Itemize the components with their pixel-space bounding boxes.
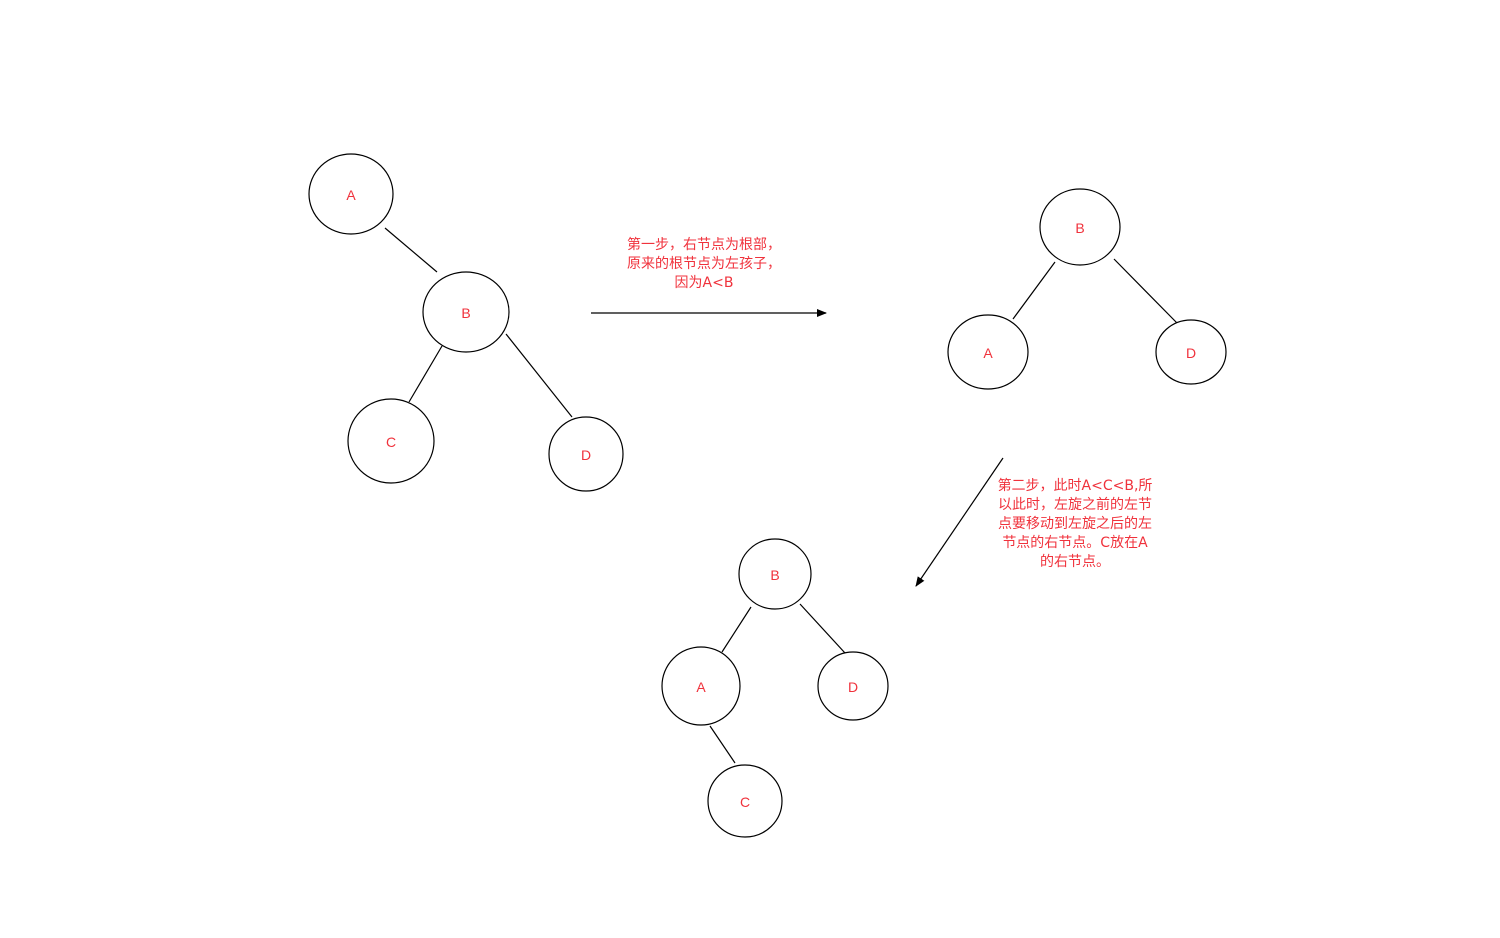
node-step2-C: C	[707, 764, 783, 838]
node-step1-B: B	[1039, 188, 1121, 266]
edge-step2-B-A	[721, 606, 752, 653]
node-label: D	[1186, 345, 1196, 361]
annotation-line: 点要移动到左旋之后的左	[998, 516, 1152, 532]
edge-initial-B-C	[408, 345, 443, 403]
tree-initial: A B C D	[308, 153, 624, 492]
annotation-line: 因为A<B	[674, 275, 734, 291]
edge-step1-B-D	[1113, 258, 1178, 324]
node-label: A	[983, 345, 993, 361]
edge-initial-A-B	[384, 227, 438, 273]
node-circle	[947, 314, 1029, 390]
edge-initial-B-D	[505, 333, 573, 418]
node-circle	[661, 646, 741, 726]
node-circle	[738, 538, 812, 610]
step2-arrow	[915, 457, 1004, 587]
node-label: B	[1075, 220, 1084, 236]
tree-after-step-1: B A D	[947, 188, 1227, 390]
annotation-line: 节点的右节点。C放在A	[1002, 535, 1148, 551]
node-label: A	[696, 679, 706, 695]
step1-annotation: 第一步，右节点为根部， 原来的根节点为左孩子， 因为A<B	[604, 236, 804, 293]
node-circle	[308, 153, 394, 235]
node-label: D	[848, 679, 858, 695]
node-label: B	[461, 305, 470, 321]
node-circle	[1039, 188, 1121, 266]
node-initial-A: A	[308, 153, 394, 235]
node-label: B	[770, 567, 779, 583]
node-step2-A: A	[661, 646, 741, 726]
node-step1-D: D	[1155, 319, 1227, 385]
edge-step2-A-C	[709, 725, 736, 764]
node-label: A	[346, 187, 356, 203]
annotation-line: 第二步，此时A<C<B,所	[997, 478, 1153, 494]
node-label: D	[581, 447, 591, 463]
annotation-line: 第一步，右节点为根部，	[627, 237, 781, 253]
node-label: C	[386, 434, 396, 450]
node-initial-B: B	[422, 271, 510, 353]
tree-after-step-2: B A D C	[661, 538, 889, 838]
node-step1-A: A	[947, 314, 1029, 390]
annotation-line: 以此时，左旋之前的左节	[998, 497, 1152, 513]
edge-step1-B-A	[1012, 261, 1056, 320]
node-circle	[347, 398, 435, 484]
node-initial-C: C	[347, 398, 435, 484]
node-initial-D: D	[548, 416, 624, 492]
node-circle	[817, 651, 889, 721]
node-circle	[422, 271, 510, 353]
annotation-line: 的右节点。	[1040, 554, 1110, 570]
node-label: C	[740, 794, 750, 810]
node-circle	[548, 416, 624, 492]
step2-annotation: 第二步，此时A<C<B,所 以此时，左旋之前的左节 点要移动到左旋之后的左 节点…	[975, 477, 1175, 572]
node-circle	[707, 764, 783, 838]
edge-step2-B-D	[799, 603, 846, 654]
annotation-line: 原来的根节点为左孩子，	[627, 256, 781, 272]
node-circle	[1155, 319, 1227, 385]
node-step2-D: D	[817, 651, 889, 721]
node-step2-B: B	[738, 538, 812, 610]
